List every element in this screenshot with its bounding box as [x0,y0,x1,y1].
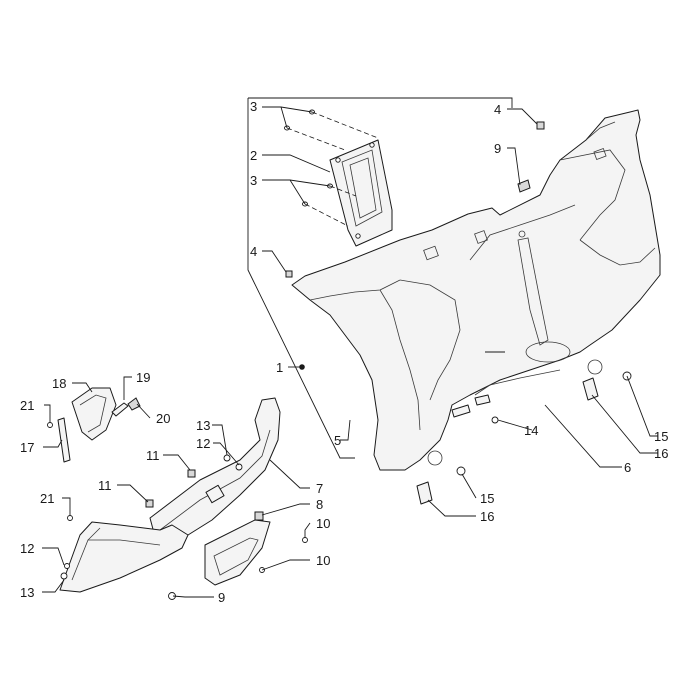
cover-plate [329,139,393,247]
callout-14: 14 [524,423,538,438]
callout-5: 5 [334,433,341,448]
callout-3-top: 3 [250,99,257,114]
callout-10-bottom: 10 [316,553,330,568]
callout-11-top: 11 [146,448,160,463]
callout-8: 8 [316,497,323,512]
callout-12-bottom: 12 [20,541,34,556]
callout-13-top: 13 [196,418,210,433]
group-bracket-left [247,98,355,459]
group-bracket [248,97,513,108]
callout-7: 7 [316,481,323,496]
callout-21-top: 21 [20,398,34,413]
callout-16-mid: 16 [480,509,494,524]
callout-15-right: 15 [654,429,668,444]
callout-21-bottom: 21 [40,491,54,506]
callout-9-bottom: 9 [218,590,225,605]
callout-17: 17 [20,440,34,455]
leg-shield-panel [291,109,661,471]
callout-19: 19 [136,370,150,385]
callout-labels: 3 2 3 4 4 9 1 5 6 14 15 16 15 16 18 19 2… [20,99,668,605]
lower-trim-7 [149,397,281,549]
lower-trim-8 [145,469,271,586]
fasteners [284,109,632,505]
callout-13-bottom: 13 [20,585,34,600]
callout-1: 1 [276,360,283,375]
callout-15-mid: 15 [480,491,494,506]
callout-10-top: 10 [316,516,330,531]
callout-20: 20 [156,411,170,426]
callout-2: 2 [250,148,257,163]
callout-3-mid: 3 [250,173,257,188]
callout-18: 18 [52,376,66,391]
callout-4-left: 4 [250,244,257,259]
leader-lines [42,106,658,598]
callout-16-right: 16 [654,446,668,461]
callout-9-top: 9 [494,141,501,156]
callout-4-top-right: 4 [494,102,501,117]
callout-12-top: 12 [196,436,210,451]
bracket-assembly [47,387,141,463]
callout-11-bottom: 11 [98,478,112,493]
lower-cover-left [59,454,308,600]
callout-6: 6 [624,460,631,475]
part-1-marker-dot [299,364,305,370]
